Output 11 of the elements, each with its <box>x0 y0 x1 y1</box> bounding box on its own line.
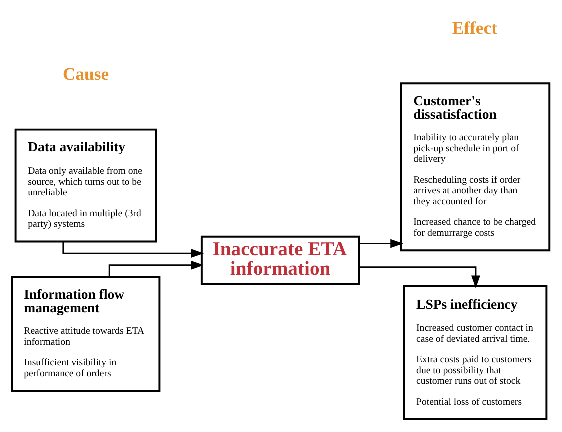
node-box: LSPs inefficiency Increased customer contact in case of deviated arrival time. Extra costs paid to customers due to possibility that customer runs out of stock Potential loss of customers <box>403 286 548 420</box>
arrow <box>108 260 204 278</box>
node-box: Customer's dissatisfaction Inability to accurately plan pick-up schedule in port of delivery Rescheduling costs if order arrives at another day than they accounted for Increased chance to be charged for demurrarge costs <box>400 82 551 252</box>
arrow <box>62 242 204 258</box>
arrow <box>359 239 404 248</box>
node-box: Inaccurate ETA information <box>200 236 360 285</box>
label: Cause <box>62 64 110 84</box>
label: Effect <box>452 18 498 38</box>
node-box: Data availability Data only available from one source, which turns out to be unreliable Data located in multiple (3rd party) systems <box>14 128 158 243</box>
arrow <box>359 266 480 289</box>
node-box: Information flow management Reactive attitude towards ETA information Insufficient visibility in performance of orders <box>11 276 161 392</box>
